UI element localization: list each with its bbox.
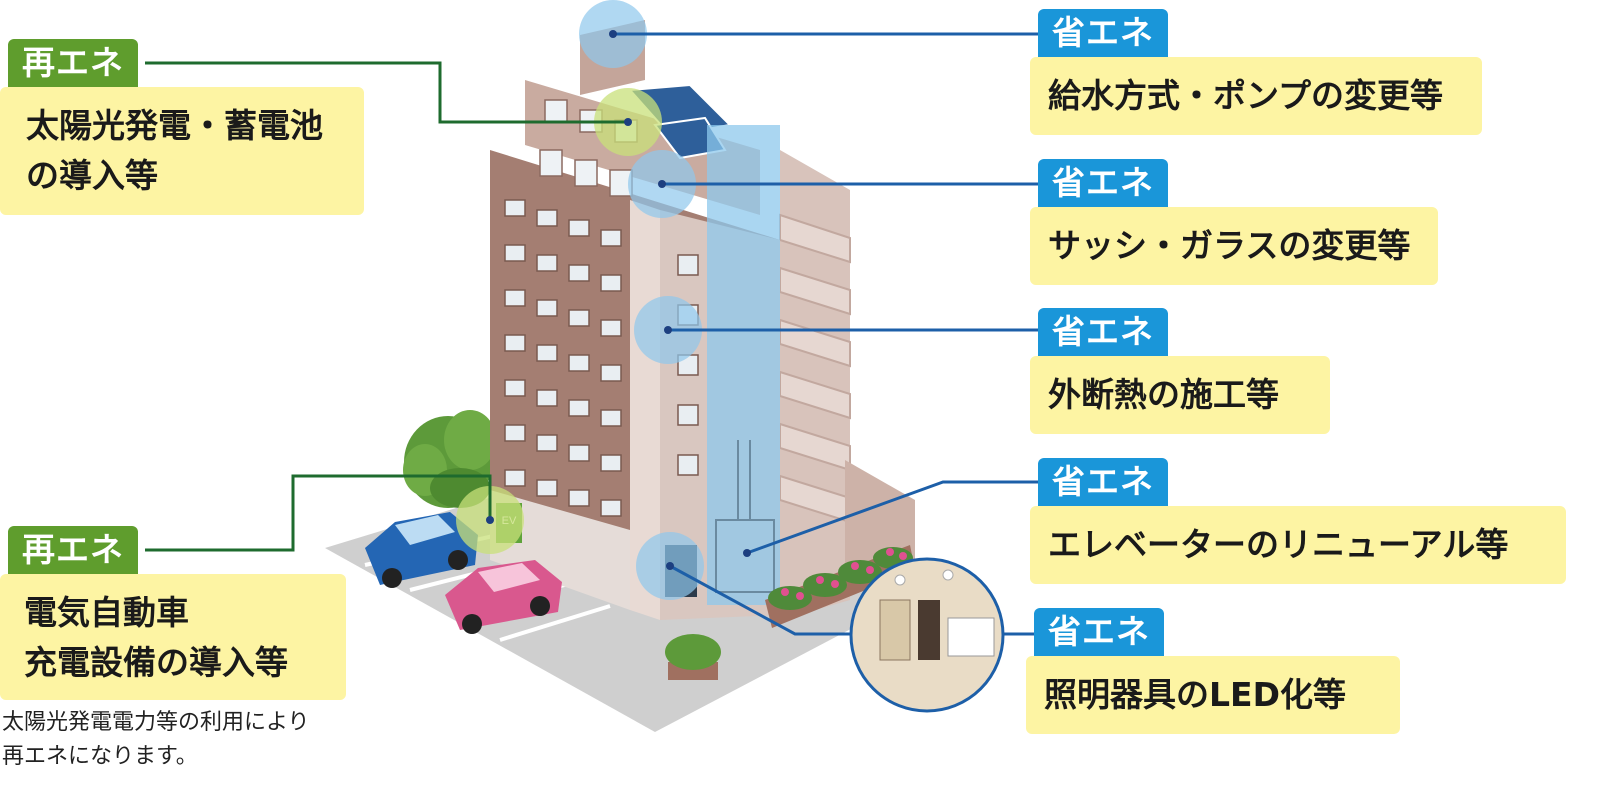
small-shrub [665,634,721,680]
blue-car [365,512,478,588]
sash-glass-text: サッシ・ガラスの変更等 [1048,226,1411,265]
saving-tag-insulation: 省エネ [1038,308,1168,356]
line-ev [145,474,492,552]
solar-battery-box: 太陽光発電・蓄電池 の導入等 [0,87,364,215]
solar-battery-line-2: の導入等 [26,156,158,195]
elevator-text: エレベーターのリニューアル等 [1048,525,1509,564]
lighting-text: 照明器具のLED化等 [1044,675,1346,714]
line-lighting [669,564,850,636]
lighting-box: 照明器具のLED化等 [1026,656,1400,734]
renewable-tag-ev: 再エネ [8,526,138,574]
renewable-note-line-1: 太陽光発電電力等の利用により [2,710,310,735]
water-pump-box: 給水方式・ポンプの変更等 [1030,57,1482,135]
pink-car [445,560,562,634]
solar-battery-line-1: 太陽光発電・蓄電池 [26,106,323,145]
renewable-note-line-2: 再エネになります。 [2,744,198,769]
connector-dots [486,30,751,570]
saving-tag-elevator: 省エネ [1038,458,1168,506]
ground-floor [490,490,630,610]
elevator-car [715,440,775,593]
ev-charging-box: 電気自動車 充電設備の導入等 [0,574,346,700]
sash-glass-box: サッシ・ガラスの変更等 [1030,207,1438,285]
line-solar [145,61,628,124]
lobby-inset [849,557,1005,713]
renewable-note: 太陽光発電電力等の利用により 再エネになります。 [2,706,310,774]
insulation-text: 外断熱の施工等 [1048,375,1279,414]
saving-tag-water: 省エネ [1038,9,1168,57]
line-elevator [746,480,1040,555]
flower-planter [765,545,915,628]
ev-charging-line-2: 充電設備の導入等 [24,643,288,682]
connector-lines [145,32,1040,636]
elevator-shaft-highlight [707,125,780,605]
ev-charging-line-1: 電気自動車 [24,593,189,632]
renewable-tag-solar: 再エネ [8,39,138,87]
insulation-box: 外断熱の施工等 [1030,356,1330,434]
elevator-box: エレベーターのリニューアル等 [1030,506,1566,584]
water-pump-text: 給水方式・ポンプの変更等 [1048,76,1444,115]
saving-tag-lighting: 省エネ [1034,608,1164,656]
saving-tag-sash: 省エネ [1038,159,1168,207]
